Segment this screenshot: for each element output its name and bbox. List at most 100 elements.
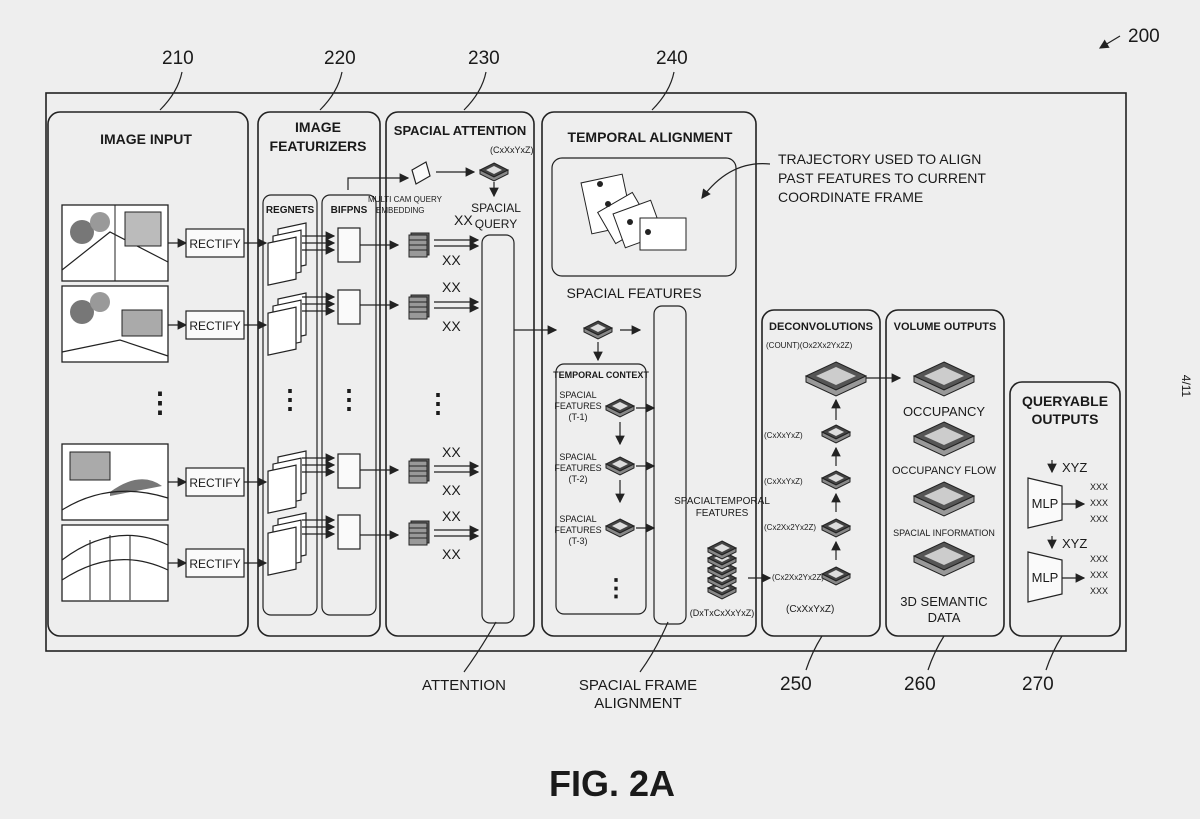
past-feature-t3: SPACIAL FEATURES (T-3) xyxy=(554,514,654,546)
ref-230: 230 xyxy=(468,48,500,69)
svg-text:(T-3): (T-3) xyxy=(569,536,588,546)
spacial-features-label: SPACIAL FEATURES xyxy=(566,285,701,301)
ref-260: 260 xyxy=(904,674,936,695)
deconv-cube-2 xyxy=(822,425,850,443)
svg-text:XYZ: XYZ xyxy=(1062,536,1087,551)
regnets-ellipsis: ⋮ xyxy=(277,384,303,414)
past-feature-t2: SPACIAL FEATURES (T-2) xyxy=(554,452,654,502)
temporal-alignment-title: TEMPORAL ALIGNMENT xyxy=(568,129,733,145)
bifpns-label: BIFPNS xyxy=(331,205,368,216)
deconv-dims-1: (COUNT)(Ox2Xx2Yx2Z) xyxy=(766,341,853,350)
deconv-dims-2: (CxXxYxZ) xyxy=(764,431,803,440)
query-dims-label: (CxXxYxZ) xyxy=(490,145,534,155)
svg-text:XX: XX xyxy=(442,508,461,524)
mcq-label-1: MULTI CAM QUERY xyxy=(368,195,443,204)
attention-row-3: XX XX xyxy=(409,444,478,498)
spacialtemporal-dims: (DxTxCxXxYxZ) xyxy=(690,608,755,618)
ref-200: 200 xyxy=(1128,26,1160,47)
svg-text:RECTIFY: RECTIFY xyxy=(189,319,240,333)
attention-row-2: XX XX xyxy=(409,279,478,334)
svg-text:RECTIFY: RECTIFY xyxy=(189,237,240,251)
attention-row-4: XX XX xyxy=(409,508,478,562)
mcq-label-2: EMBEDDING xyxy=(376,206,424,215)
svg-text:(T-2): (T-2) xyxy=(569,474,588,484)
occupancy-flow-label: OCCUPANCY FLOW xyxy=(892,465,997,477)
featurizers-title-2: FEATURIZERS xyxy=(270,138,367,154)
ref-270-leader xyxy=(1046,636,1062,670)
temporal-context-ellipsis: ⋮ xyxy=(604,575,628,602)
svg-text:XX: XX xyxy=(442,279,461,295)
ref-240-leader xyxy=(652,72,674,110)
ref-210: 210 xyxy=(162,48,194,69)
svg-text:FEATURES: FEATURES xyxy=(554,525,601,535)
deconv-cube-3 xyxy=(822,471,850,489)
deconv-cube-4 xyxy=(822,519,850,537)
attention-ellipsis: ⋮ xyxy=(425,388,451,418)
semantic-label-2: DATA xyxy=(928,610,961,625)
occupancy-label: OCCUPANCY xyxy=(903,404,985,419)
deconv-cube-1 xyxy=(806,362,866,396)
trajectory-note-1: TRAJECTORY USED TO ALIGN xyxy=(778,151,981,167)
mlp-block-2: XYZ MLP XXX XXX XXX xyxy=(1028,536,1108,602)
spacialtemporal-label-2: FEATURES xyxy=(696,508,749,519)
ref-210-leader xyxy=(160,72,182,110)
svg-text:XX: XX xyxy=(442,318,461,334)
ref-220: 220 xyxy=(324,48,356,69)
svg-text:SPACIAL: SPACIAL xyxy=(559,390,596,400)
svg-text:XX: XX xyxy=(442,482,461,498)
occupancy-cube xyxy=(914,362,974,396)
figure-caption: FIG. 2A xyxy=(549,763,675,804)
svg-text:FEATURES: FEATURES xyxy=(554,401,601,411)
featurizer-row-2 xyxy=(244,290,398,355)
deconv-dims-6: (CxXxYxZ) xyxy=(786,604,834,615)
svg-text:SPACIAL: SPACIAL xyxy=(559,452,596,462)
svg-text:(T-1): (T-1) xyxy=(569,412,588,422)
semantic-cube xyxy=(914,542,974,576)
svg-text:FEATURES: FEATURES xyxy=(554,463,601,473)
regnets-label: REGNETS xyxy=(266,205,315,216)
spacialtemporal-label-1: SPACIALTEMPORAL xyxy=(674,496,770,507)
queryable-title-2: OUTPUTS xyxy=(1032,411,1099,427)
spacial-info-cube xyxy=(914,482,974,516)
past-feature-t1: SPACIAL FEATURES (T-1) xyxy=(554,390,654,444)
svg-text:SPACIAL: SPACIAL xyxy=(559,514,596,524)
image-input-title: IMAGE INPUT xyxy=(100,131,192,147)
frame-alignment-label-2: ALIGNMENT xyxy=(594,695,682,712)
queryable-title-1: QUERYABLE xyxy=(1022,393,1108,409)
spacialtemporal-stack xyxy=(708,541,736,599)
featurizer-row-1 xyxy=(244,223,398,285)
camera-image-2 xyxy=(62,286,168,362)
image-input-ellipsis: ⋮ xyxy=(146,387,174,418)
deconvolutions-title: DECONVOLUTIONS xyxy=(769,321,873,333)
semantic-label-1: 3D SEMANTIC xyxy=(900,594,987,609)
bifpns-ellipsis: ⋮ xyxy=(336,384,362,414)
svg-text:XXX: XXX xyxy=(1090,586,1108,596)
frame-alignment-leader xyxy=(640,622,668,672)
ref-270: 270 xyxy=(1022,674,1054,695)
ref-250: 250 xyxy=(780,674,812,695)
camera-image-4 xyxy=(62,525,168,601)
ref-200-arrow xyxy=(1100,36,1120,48)
ref-240: 240 xyxy=(656,48,688,69)
deconv-cube-5 xyxy=(822,567,850,585)
svg-text:XXX: XXX xyxy=(1090,514,1108,524)
ref-250-leader xyxy=(806,636,822,670)
featurizers-title-1: IMAGE xyxy=(295,119,341,135)
spacial-attention-title: SPACIAL ATTENTION xyxy=(394,123,526,138)
svg-text:XX: XX xyxy=(442,444,461,460)
ref-220-leader xyxy=(320,72,342,110)
svg-text:RECTIFY: RECTIFY xyxy=(189,557,240,571)
frame-alignment-column xyxy=(654,306,686,624)
attention-row-1: XX xyxy=(409,233,478,268)
attention-column xyxy=(482,235,514,623)
trajectory-note-2: PAST FEATURES TO CURRENT xyxy=(778,170,986,186)
svg-text:XXX: XXX xyxy=(1090,498,1108,508)
deconv-dims-5: (Cx2Xx2Yx2Z) xyxy=(772,573,824,582)
deconv-dims-3: (CxXxYxZ) xyxy=(764,477,803,486)
svg-text:XXX: XXX xyxy=(1090,482,1108,492)
spacial-query-label-1: SPACIAL xyxy=(471,201,521,215)
frame-alignment-label-1: SPACIAL FRAME xyxy=(579,677,697,694)
spacial-info-label: SPACIAL INFORMATION xyxy=(893,528,995,538)
current-feature-cube xyxy=(584,321,612,339)
